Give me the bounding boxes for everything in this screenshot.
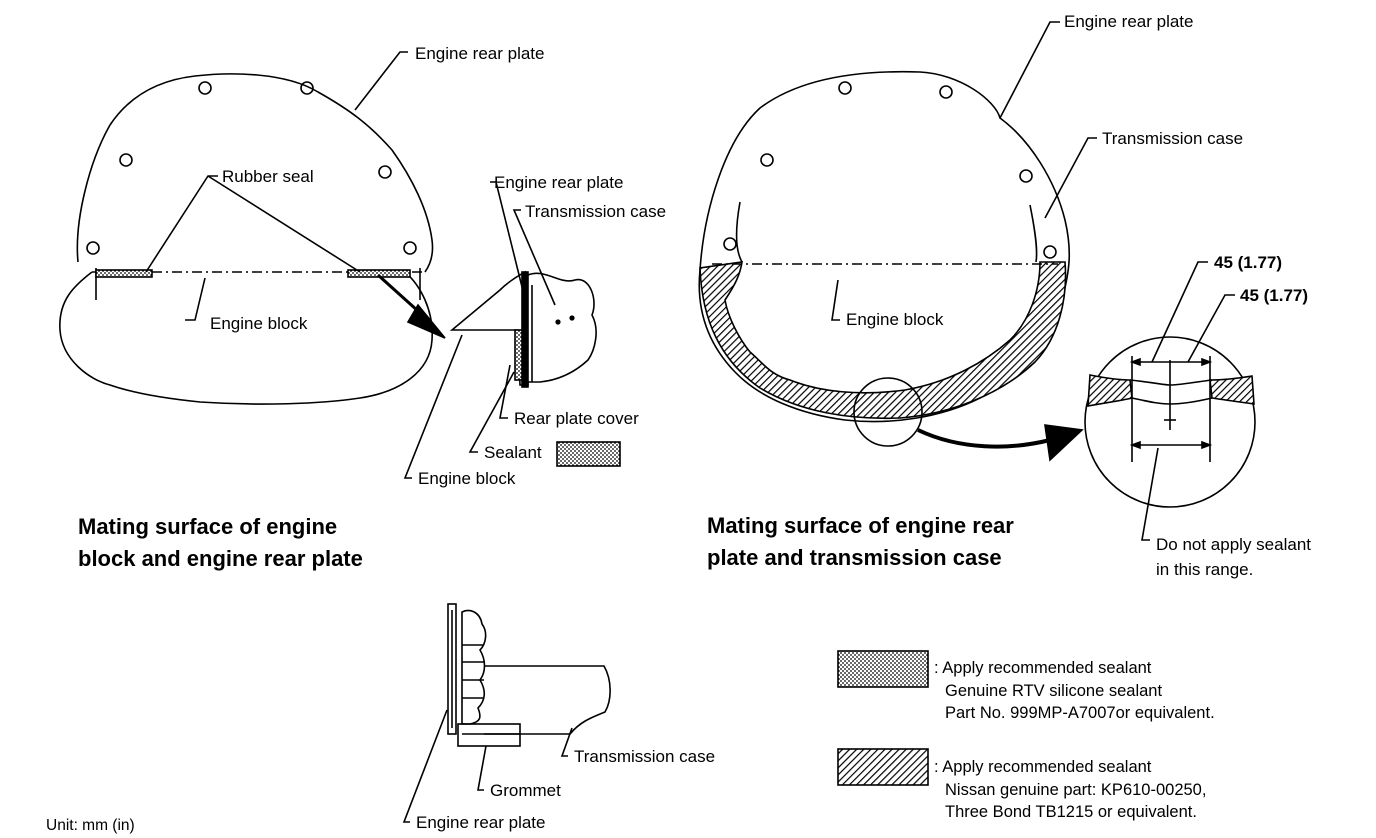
legend-dotted-line3: Part No. 999MP-A7007or equivalent.: [945, 704, 1215, 722]
caption-left-line2: block and engine rear plate: [78, 546, 363, 571]
label-engine-block-left: Engine block: [210, 314, 308, 333]
label-rubber-seal: Rubber seal: [222, 167, 314, 186]
legend-hatched-line2: Nissan genuine part: KP610-00250,: [945, 780, 1207, 799]
caption-right-line2: plate and transmission case: [707, 545, 1002, 570]
legend-hatched-swatch: [837, 748, 929, 786]
label-no-sealant-2: in this range.: [1156, 560, 1254, 579]
grommet-detail: [402, 603, 611, 823]
caption-right-line1: Mating surface of engine rear: [707, 513, 1014, 538]
label-transmission-case-section: Transmission case: [525, 202, 667, 221]
left-engine-view: [59, 51, 446, 405]
label-sealant: Sealant: [484, 443, 542, 462]
label-engine-block-right: Engine block: [846, 310, 944, 329]
legend-dotted-line1: : Apply recommended sealant: [934, 659, 1152, 677]
caption-left-line1: Mating surface of engine: [78, 514, 338, 539]
legend-dotted-swatch: [837, 650, 929, 688]
caption-right: Mating surface of engine rear plate and …: [707, 510, 1014, 574]
legend-hatched-line1: : Apply recommended sealant: [934, 758, 1152, 776]
label-unit: Unit: mm (in): [46, 817, 135, 834]
label-engine-rear-plate-grommet: Engine rear plate: [416, 813, 546, 832]
right-transmission-view: [698, 21, 1097, 462]
label-engine-rear-plate-right: Engine rear plate: [1064, 12, 1194, 31]
cross-section-detail: [403, 181, 621, 479]
label-engine-block-section: Engine block: [418, 469, 516, 488]
label-no-sealant-1: Do not apply sealant: [1156, 535, 1311, 554]
legend-hatched-line3: Three Bond TB1215 or equivalent.: [945, 803, 1197, 821]
label-engine-rear-plate-left: Engine rear plate: [415, 44, 545, 63]
label-dimension-1: 45 (1.77): [1214, 253, 1283, 272]
label-dimension-2: 45 (1.77): [1240, 286, 1309, 305]
legend-dotted-line2: Genuine RTV silicone sealant: [945, 681, 1163, 700]
label-transmission-case-right: Transmission case: [1102, 129, 1244, 148]
label-grommet: Grommet: [490, 781, 561, 800]
label-rear-plate-cover: Rear plate cover: [514, 409, 639, 428]
caption-left: Mating surface of engine block and engin…: [78, 511, 363, 575]
legend-hatched-text: : Apply recommended sealant Nissan genui…: [934, 756, 1206, 824]
label-transmission-case-grommet: Transmission case: [574, 747, 716, 766]
magnified-view: [1084, 261, 1256, 541]
legend-dotted-text: : Apply recommended sealant Genuine RTV …: [934, 657, 1215, 725]
label-engine-rear-plate-section: Engine rear plate: [494, 173, 624, 192]
